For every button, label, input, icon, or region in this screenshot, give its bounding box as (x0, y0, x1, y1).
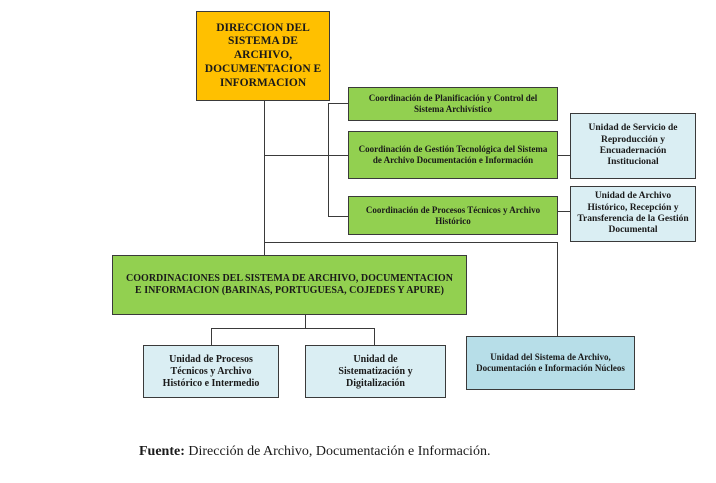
coordinaciones-label: COORDINACIONES DEL SISTEMA DE ARCHIVO, D… (126, 273, 453, 296)
connector-line (328, 103, 329, 216)
connector-line (558, 211, 570, 212)
coord-procesos-box: Coordinación de Procesos Técnicos y Arch… (348, 196, 558, 235)
unidad-sistematizacion-box: Unidad de Sistematización y Digitalizaci… (305, 345, 446, 398)
coord-planificacion-label: Coordinación de Planificación y Control … (368, 93, 538, 114)
connector-line (558, 155, 570, 156)
unidad-archivo-box: Unidad de Archivo Histórico, Recepción y… (570, 186, 696, 242)
source-caption-bold: Fuente: (139, 444, 185, 459)
connector-line (264, 101, 265, 256)
connector-line (211, 328, 212, 345)
direccion-box: DIRECCION DEL SISTEMA DE ARCHIVO, DOCUME… (196, 11, 330, 101)
direccion-label: DIRECCION DEL SISTEMA DE ARCHIVO, DOCUME… (204, 21, 322, 89)
connector-line (211, 328, 375, 329)
unidad-sistematizacion-label: Unidad de Sistematización y Digitalizaci… (338, 353, 413, 389)
unidad-servicio-label: Unidad de Servicio de Reproducción y Enc… (588, 123, 678, 168)
connector-line (328, 216, 348, 217)
connector-line (305, 315, 306, 328)
unidad-nucleos-label: Unidad del Sistema de Archivo, Documenta… (476, 352, 625, 373)
connector-line (264, 155, 348, 156)
coord-gestion-label: Coordinación de Gestión Tecnológica del … (358, 144, 548, 165)
connector-line (557, 242, 558, 336)
coord-gestion-box: Coordinación de Gestión Tecnológica del … (348, 131, 558, 179)
unidad-procesos-box: Unidad de Procesos Técnicos y Archivo Hi… (143, 345, 279, 398)
connector-line (374, 328, 375, 345)
connector-line (328, 103, 348, 104)
source-caption: Fuente: Dirección de Archivo, Documentac… (139, 444, 490, 460)
coordinaciones-box: COORDINACIONES DEL SISTEMA DE ARCHIVO, D… (112, 255, 467, 315)
source-caption-text: Dirección de Archivo, Documentación e In… (184, 444, 491, 459)
unidad-servicio-box: Unidad de Servicio de Reproducción y Enc… (570, 113, 696, 179)
unidad-nucleos-box: Unidad del Sistema de Archivo, Documenta… (466, 336, 635, 390)
coord-planificacion-box: Coordinación de Planificación y Control … (348, 87, 558, 121)
unidad-procesos-label: Unidad de Procesos Técnicos y Archivo Hi… (162, 353, 260, 389)
unidad-archivo-label: Unidad de Archivo Histórico, Recepción y… (577, 191, 689, 236)
coord-procesos-label: Coordinación de Procesos Técnicos y Arch… (365, 204, 541, 226)
connector-line (264, 242, 558, 243)
